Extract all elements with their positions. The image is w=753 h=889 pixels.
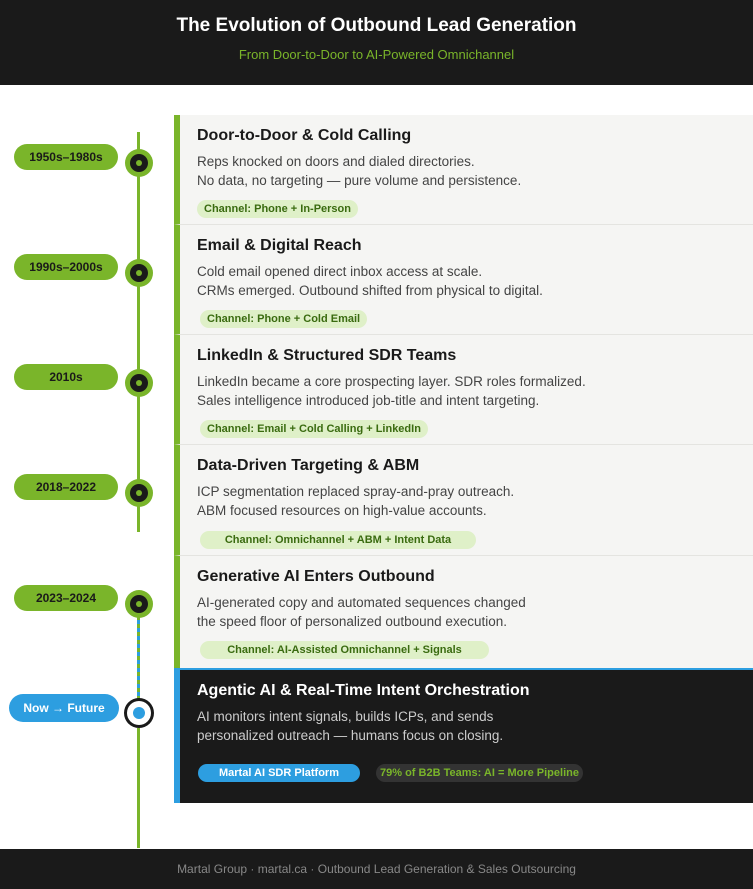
era-card-agentic-ai: Agentic AI & Real-Time Intent Orchestrat…	[174, 668, 753, 803]
era-pill-2023-2024: 2023–2024	[14, 585, 118, 611]
timeline-node-icon	[125, 259, 153, 287]
era-description-line: the speed floor of personalized outbound…	[197, 614, 507, 629]
era-title: LinkedIn & Structured SDR Teams	[197, 347, 457, 364]
era-description: LinkedIn became a core prospecting layer…	[197, 372, 586, 410]
era-description: Reps knocked on doors and dialed directo…	[197, 152, 521, 190]
channel-tag: Channel: Phone + Cold Email	[200, 310, 368, 328]
timeline-node-icon	[125, 369, 153, 397]
era-title: Email & Digital Reach	[197, 237, 362, 254]
era-title: Agentic AI & Real-Time Intent Orchestrat…	[197, 682, 530, 699]
timeline-node-icon	[125, 149, 153, 177]
era-card-generative-ai: Generative AI Enters Outbound AI-generat…	[174, 556, 753, 668]
timeline-node-future-icon	[124, 698, 154, 728]
era-title: Generative AI Enters Outbound	[197, 568, 435, 585]
timeline-axis-future	[137, 728, 140, 848]
era-description-line: personalized outreach — humans focus on …	[197, 728, 504, 743]
era-card-email-digital: Email & Digital Reach Cold email opened …	[174, 225, 753, 335]
era-description: Cold email opened direct inbox access at…	[197, 262, 543, 300]
era-title: Data-Driven Targeting & ABM	[197, 457, 420, 474]
stat-badge: 79% of B2B Teams: AI = More Pipeline	[376, 764, 583, 782]
era-description-line: CRMs emerged. Outbound shifted from phys…	[197, 283, 543, 298]
era-pill-1990s-2000s: 1990s–2000s	[14, 254, 118, 280]
era-description-line: LinkedIn became a core prospecting layer…	[197, 374, 586, 389]
timeline-node-icon	[125, 590, 153, 618]
era-description-line: Sales intelligence introduced job-title …	[197, 393, 540, 408]
era-description-line: ABM focused resources on high-value acco…	[197, 503, 487, 518]
timeline-node-icon	[125, 479, 153, 507]
era-description-line: ICP segmentation replaced spray-and-pray…	[197, 484, 515, 499]
era-description-line: No data, no targeting — pure volume and …	[197, 173, 522, 188]
era-description: AI-generated copy and automated sequence…	[197, 593, 526, 631]
era-card-linkedin-sdr: LinkedIn & Structured SDR Teams LinkedIn…	[174, 335, 753, 445]
era-pill-2010s: 2010s	[14, 364, 118, 390]
platform-button[interactable]: Martal AI SDR Platform	[198, 764, 360, 782]
timeline-axis	[137, 132, 140, 532]
footer-bar: Martal Group · martal.ca · Outbound Lead…	[0, 849, 753, 889]
channel-tag: Channel: Omnichannel + ABM + Intent Data	[200, 531, 476, 549]
channel-tag: Channel: Email + Cold Calling + LinkedIn	[200, 420, 428, 438]
era-pill-1950s-1980s: 1950s–1980s	[14, 144, 118, 170]
era-description-line: AI-generated copy and automated sequence…	[197, 595, 526, 610]
channel-tag: Channel: Phone + In-Person	[197, 200, 358, 218]
page-subtitle: From Door-to-Door to AI-Powered Omnichan…	[238, 47, 515, 62]
era-description-line: Cold email opened direct inbox access at…	[197, 264, 483, 279]
era-description: AI monitors intent signals, builds ICPs,…	[197, 707, 503, 745]
timeline-axis-transition	[137, 600, 140, 710]
era-title: Door-to-Door & Cold Calling	[197, 127, 412, 144]
era-pill-2018-2022: 2018–2022	[14, 474, 118, 500]
era-pill-now-future: Now → Future	[9, 694, 119, 722]
channel-tag: Channel: AI-Assisted Omnichannel + Signa…	[200, 641, 489, 659]
era-description: ICP segmentation replaced spray-and-pray…	[197, 482, 514, 520]
era-card-data-driven-abm: Data-Driven Targeting & ABM ICP segmenta…	[174, 445, 753, 556]
page-title: The Evolution of Outbound Lead Generatio…	[176, 15, 577, 36]
header-banner: The Evolution of Outbound Lead Generatio…	[0, 0, 753, 85]
era-description-line: Reps knocked on doors and dialed directo…	[197, 154, 475, 169]
era-card-door-to-door: Door-to-Door & Cold Calling Reps knocked…	[174, 115, 753, 225]
era-description-line: AI monitors intent signals, builds ICPs,…	[197, 709, 494, 724]
